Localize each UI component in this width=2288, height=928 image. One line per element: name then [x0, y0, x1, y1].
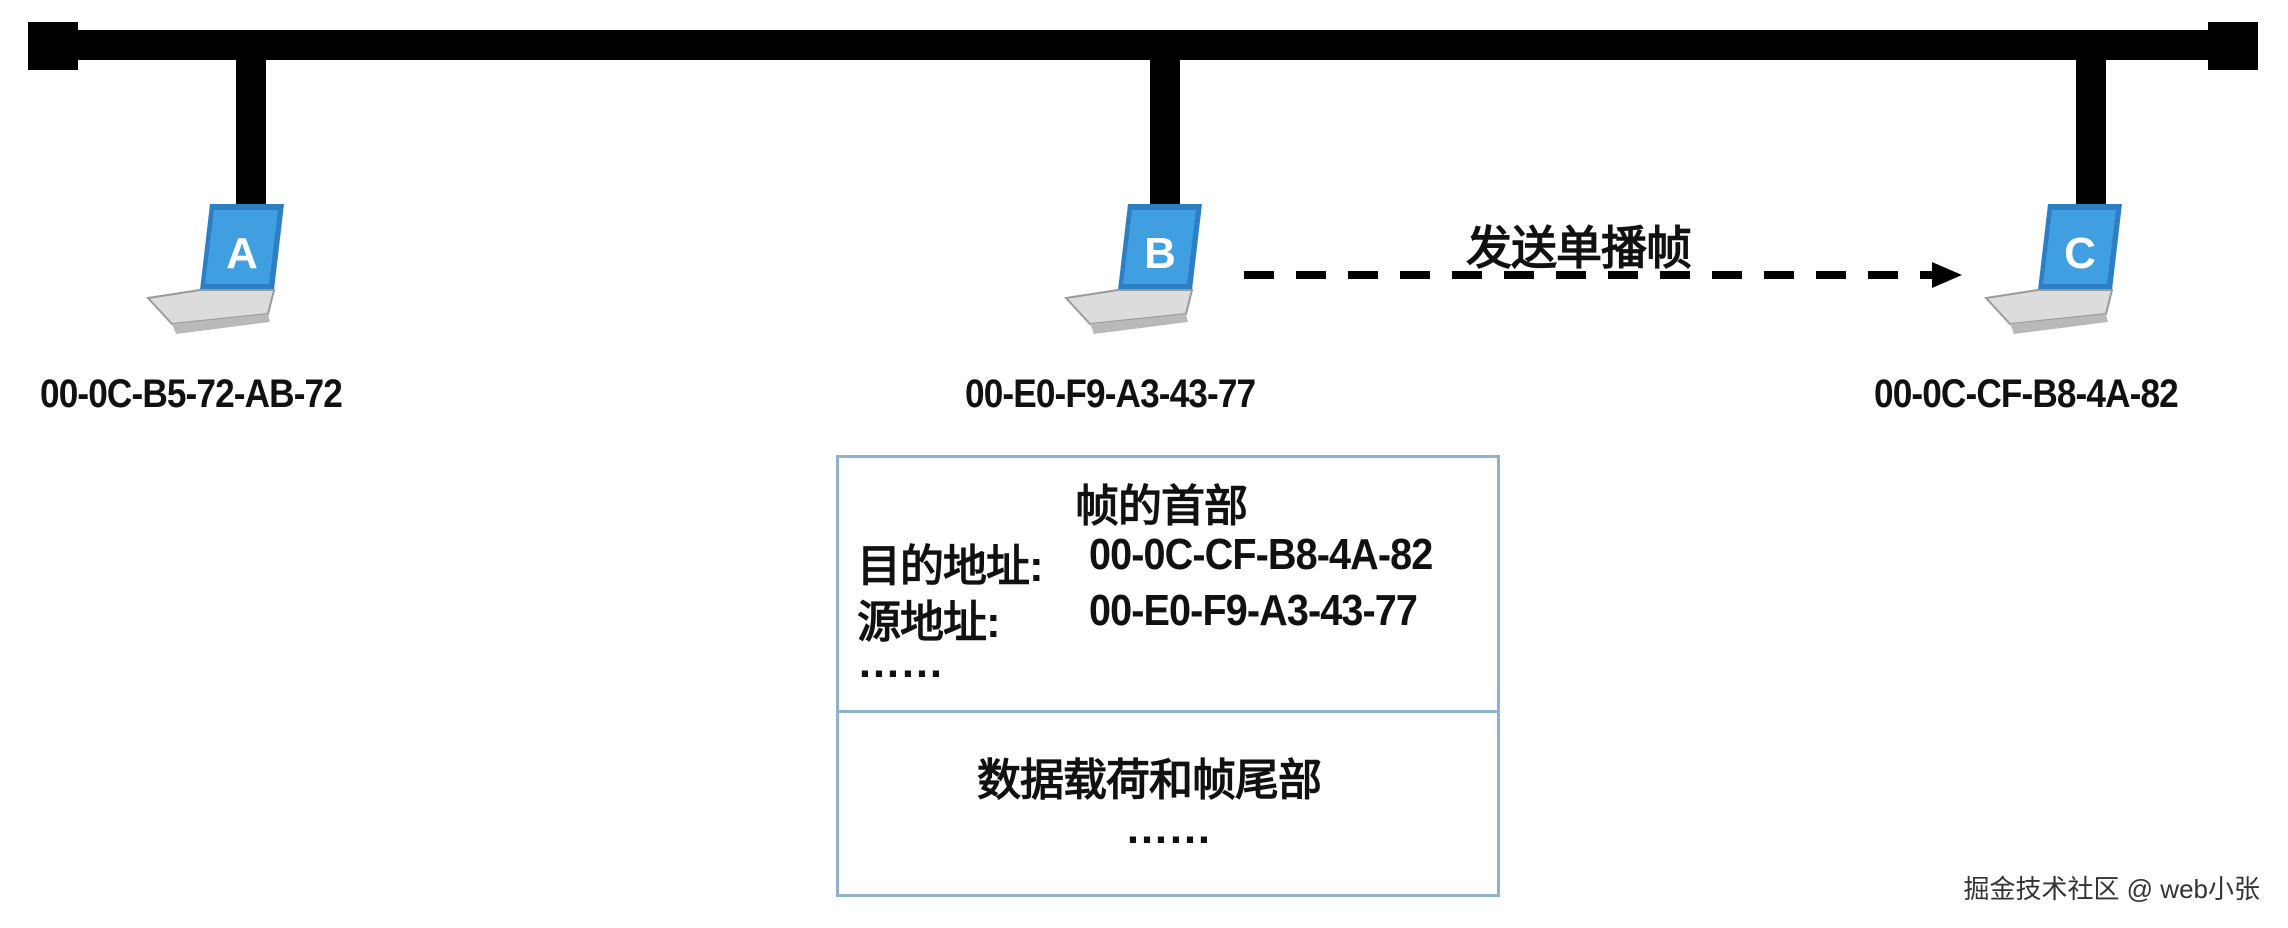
mac-label-c: 00-0C-CF-B8-4A-82 [1874, 372, 2179, 416]
drop-cable-a [236, 55, 266, 215]
dest-address-label: 目的地址: [857, 542, 1044, 591]
bus-line [30, 30, 2258, 60]
host-letter-b: B [1144, 229, 1176, 278]
watermark: 掘金技术社区 @ web小张 [1963, 874, 2260, 904]
header-ellipsis: …… [857, 638, 944, 687]
mac-label-b: 00-E0-F9-A3-43-77 [965, 372, 1256, 416]
unicast-label: 发送单播帧 [1466, 222, 1692, 274]
arrowhead-icon [1932, 262, 1962, 288]
payload-title: 数据载荷和帧尾部 [977, 756, 1322, 805]
laptop-icon-b: B [1063, 204, 1202, 334]
bus-terminator-right [2208, 22, 2258, 70]
drop-cable-c [2076, 55, 2106, 215]
laptop-icon-a: A [145, 204, 284, 334]
host-letter-c: C [2064, 229, 2096, 278]
frame-header-title: 帧的首部 [1075, 482, 1248, 531]
frame-divider [839, 710, 1497, 713]
host-letter-a: A [226, 229, 258, 278]
mac-label-a: 00-0C-B5-72-AB-72 [40, 372, 343, 416]
payload-ellipsis: …… [1125, 804, 1212, 853]
dest-address-value: 00-0C-CF-B8-4A-82 [1089, 530, 1433, 579]
drop-cable-b [1150, 55, 1180, 215]
src-address-label: 源地址: [857, 598, 1001, 647]
frame-structure: 帧的首部 目的地址: 00-0C-CF-B8-4A-82 源地址: 00-E0-… [836, 455, 1500, 897]
src-address-value: 00-E0-F9-A3-43-77 [1089, 586, 1418, 635]
laptop-icon-c: C [1983, 204, 2122, 334]
bus-terminator-left [28, 22, 78, 70]
